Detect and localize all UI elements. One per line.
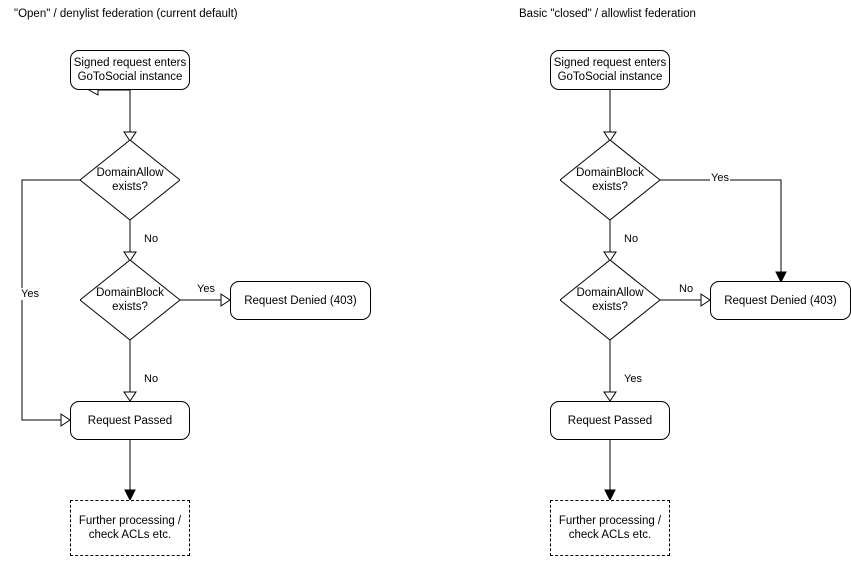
node-line-2: check ACLs etc. — [88, 529, 172, 541]
node-line-1: Request Denied (403) — [244, 294, 357, 307]
node-line-1: Further processing / — [558, 515, 662, 527]
node-domainblock-exists-closed[interactable]: DomainBlock exists? — [560, 140, 660, 220]
node-line-1: Signed request enters — [73, 57, 187, 69]
node-further-processing-closed[interactable]: Further processing / check ACLs etc. — [550, 500, 670, 556]
diamond-shape — [80, 140, 180, 220]
node-request-passed-closed[interactable]: Request Passed — [550, 401, 670, 440]
node-domainallow-exists-open[interactable]: DomainAllow exists? — [80, 140, 180, 220]
column-title-open: "Open" / denylist federation (current de… — [14, 8, 238, 20]
edge-label-r-d2-yes: Yes — [623, 373, 643, 385]
node-line-2: GoToSocial instance — [77, 71, 183, 83]
edge-l-d1-yes-to-passed — [21, 179, 80, 421]
node-line-2: GoToSocial instance — [557, 71, 663, 83]
edge-label-r-d2-no: No — [678, 283, 695, 295]
column-title-closed: Basic "closed" / allowlist federation — [519, 8, 696, 20]
edge-label-l-d1-yes: Yes — [20, 288, 40, 300]
diamond-shape — [80, 260, 180, 340]
diamond-shape — [560, 140, 660, 220]
edge-label-l-d2-yes: Yes — [196, 283, 216, 295]
diamond-shape — [560, 260, 660, 340]
node-line-1: Request Passed — [87, 414, 173, 427]
node-request-passed-open[interactable]: Request Passed — [70, 401, 190, 440]
edge-r-d1-yes-to-denied — [660, 179, 782, 272]
node-line-1: Request Passed — [567, 414, 653, 427]
edge-label-r-d1-yes: Yes — [710, 172, 730, 184]
edge-label-l-d1-no: No — [143, 233, 160, 245]
node-line-1: Further processing / — [78, 515, 182, 527]
node-domainblock-exists-open[interactable]: DomainBlock exists? — [80, 260, 180, 340]
node-line-1: Signed request enters — [553, 57, 667, 69]
node-signed-request-enters-open[interactable]: Signed request enters GoToSocial instanc… — [70, 50, 190, 90]
edge-label-l-d2-no: No — [143, 373, 160, 385]
node-domainallow-exists-closed[interactable]: DomainAllow exists? — [560, 260, 660, 340]
node-line-2: check ACLs etc. — [568, 529, 652, 541]
node-further-processing-open[interactable]: Further processing / check ACLs etc. — [70, 500, 190, 556]
node-request-denied-closed[interactable]: Request Denied (403) — [710, 281, 851, 320]
node-line-1: Request Denied (403) — [724, 294, 837, 307]
node-request-denied-open[interactable]: Request Denied (403) — [230, 281, 371, 320]
edge-label-r-d1-no: No — [623, 233, 640, 245]
node-signed-request-enters-closed[interactable]: Signed request enters GoToSocial instanc… — [550, 50, 670, 90]
